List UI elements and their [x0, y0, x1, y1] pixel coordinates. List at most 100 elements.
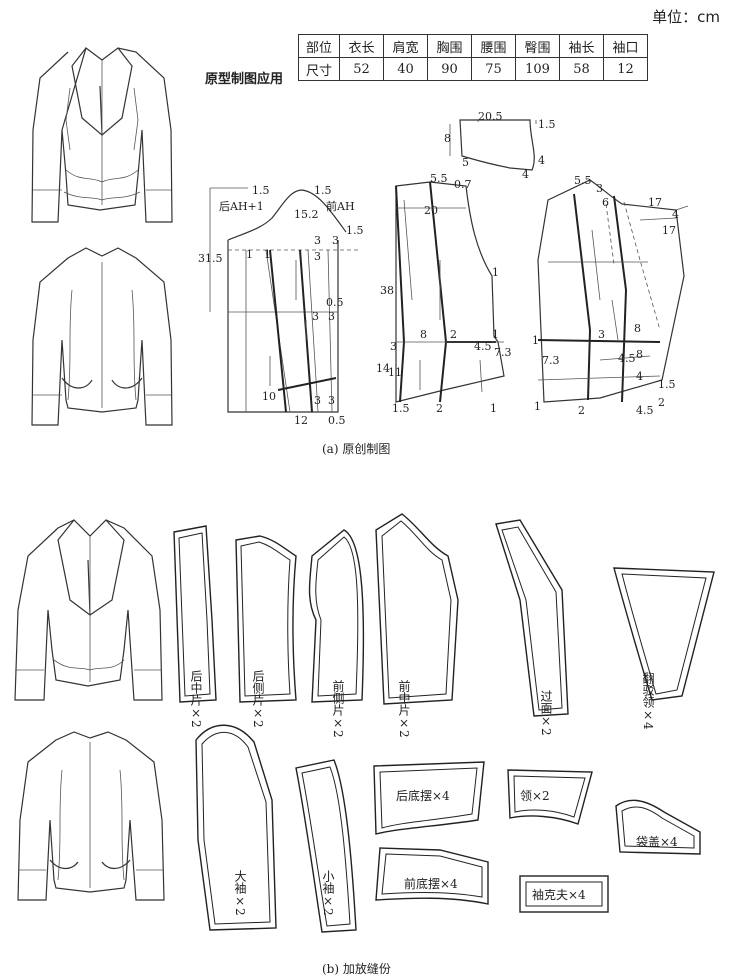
- jacket-front-sketch-bottom: [14, 519, 163, 701]
- back-draft: [209, 187, 358, 413]
- size-table-value-row: 尺寸 52 40 90 75 109 58 12: [298, 57, 648, 81]
- draft-label: 4: [538, 154, 545, 167]
- piece-cuff: 袖克夫×4: [519, 875, 609, 913]
- draft-label: 10: [262, 390, 276, 403]
- jacket-front-sketch-top: [31, 47, 173, 223]
- piece-front-center: 前中片×2: [375, 513, 459, 738]
- draft-label: 2: [578, 404, 585, 417]
- draft-label: 1.5: [392, 402, 410, 415]
- piece-back-side: 后侧片×2: [235, 535, 297, 728]
- draft-label: 15.2: [294, 208, 319, 221]
- draft-label: 后AH+1: [219, 200, 264, 213]
- draft-dimension-labels: 后AH+1 前AH 1.5 1.5 15.2 1.5 31.5 1 1 3 3 …: [198, 110, 679, 427]
- size-table-cell: 58: [559, 57, 604, 81]
- draft-label: 0.5: [326, 296, 344, 309]
- draft-label: 3: [328, 310, 335, 323]
- caption-b: (b) 加放缝份: [322, 962, 391, 976]
- draft-label: 3: [596, 182, 603, 195]
- size-table-cell: 75: [471, 57, 516, 81]
- draft-label: 4.5: [474, 340, 492, 353]
- draft-label: 5.5: [574, 174, 592, 187]
- draft-label: 1: [492, 266, 499, 279]
- piece-label: 大袖×2: [233, 870, 247, 916]
- draft-label: 1.5: [658, 378, 676, 391]
- piece-front-side: 前侧片×2: [308, 529, 365, 738]
- size-table-cell: 52: [339, 57, 384, 81]
- jacket-back-sketch-top: [31, 247, 173, 426]
- back-body-draft: [384, 181, 505, 403]
- piece-label: 袋盖×4: [636, 835, 678, 849]
- size-table-header-row: 部位 衣长 肩宽 胸围 腰围 臀围 袖长 袖口: [298, 34, 648, 58]
- piece-label: 翻驳领×4: [641, 672, 655, 730]
- piece-label: 领×2: [520, 789, 550, 803]
- size-table-cell: 尺寸: [298, 57, 340, 81]
- draft-label: 5: [462, 156, 469, 169]
- draft-label: 3: [390, 340, 397, 353]
- draft-label: 4: [522, 168, 529, 181]
- draft-label: 0.7: [454, 178, 472, 191]
- draft-label: 1: [490, 402, 497, 415]
- piece-label: 后侧片×2: [251, 670, 265, 728]
- piece-label: 后底摆×4: [396, 788, 450, 803]
- draft-label: 8: [420, 328, 427, 341]
- draft-label: 1.5: [346, 224, 364, 237]
- draft-label: 38: [380, 284, 394, 297]
- draft-label: 3: [328, 394, 335, 407]
- piece-collar: 领×2: [507, 769, 593, 825]
- piece-label: 过面×2: [539, 690, 553, 736]
- draft-label: 3: [598, 328, 605, 341]
- draft-label: 6: [602, 196, 609, 209]
- draft-label: 8: [636, 348, 643, 361]
- draft-label: 2: [658, 396, 665, 409]
- piece-back-hem: 后底摆×4: [373, 761, 485, 835]
- draft-label: 0.5: [328, 414, 346, 427]
- piece-back-center: 后中片×2: [173, 525, 217, 728]
- piece-label: 小袖×2: [321, 870, 335, 916]
- draft-label: 1: [246, 248, 253, 261]
- draft-label: 2: [436, 402, 443, 415]
- draft-label: 1.5: [252, 184, 270, 197]
- draft-label: 17: [648, 196, 662, 209]
- size-table-header: 袖长: [559, 34, 604, 58]
- draft-label: 8: [444, 132, 451, 145]
- piece-lapel: 翻驳领×4: [613, 567, 715, 730]
- draft-label: 1.5: [314, 184, 332, 197]
- size-table-cell: 40: [383, 57, 428, 81]
- draft-label: 3: [314, 394, 321, 407]
- collar-draft: [449, 119, 537, 171]
- piece-small-sleeve: 小袖×2: [295, 759, 357, 933]
- draft-label: 2: [450, 328, 457, 341]
- prototype-label: 原型制图应用: [205, 72, 284, 87]
- unit-label: 单位：cm: [652, 8, 720, 26]
- draft-label: 14: [376, 362, 390, 375]
- size-table-header: 部位: [298, 34, 340, 58]
- size-table-header: 肩宽: [383, 34, 428, 58]
- draft-label: 1: [492, 328, 499, 341]
- draft-label: 4: [672, 208, 679, 221]
- caption-a: (a) 原创制图: [322, 442, 391, 456]
- draft-label: 11: [388, 366, 402, 379]
- size-table-cell: 12: [603, 57, 648, 81]
- draft-label: 5.5: [430, 172, 448, 185]
- piece-facing: 过面×2: [495, 519, 569, 736]
- draft-label: 3: [314, 234, 321, 247]
- piece-front-hem: 前底摆×4: [375, 847, 489, 905]
- piece-label: 袖克夫×4: [532, 887, 586, 902]
- draft-label: 4.5: [618, 352, 636, 365]
- draft-label: 7.3: [542, 354, 560, 367]
- piece-label: 前中片×2: [397, 679, 411, 738]
- piece-label: 前底摆×4: [404, 876, 458, 891]
- draft-label: 1.5: [538, 118, 556, 131]
- draft-label: 12: [294, 414, 308, 427]
- front-body-draft: [537, 179, 689, 403]
- draft-label: 前AH: [326, 199, 355, 213]
- draft-label: 1: [532, 334, 539, 347]
- draft-label: 1: [264, 248, 271, 261]
- draft-label: 20.5: [478, 110, 503, 123]
- size-table-header: 胸围: [427, 34, 472, 58]
- size-table: 部位 衣长 肩宽 胸围 腰围 臀围 袖长 袖口 尺寸 52 40 90 75 1…: [298, 34, 648, 81]
- size-table-cell: 109: [515, 57, 560, 81]
- piece-pocket-flap: 袋盖×4: [615, 799, 701, 855]
- jacket-back-sketch-bottom: [17, 731, 165, 901]
